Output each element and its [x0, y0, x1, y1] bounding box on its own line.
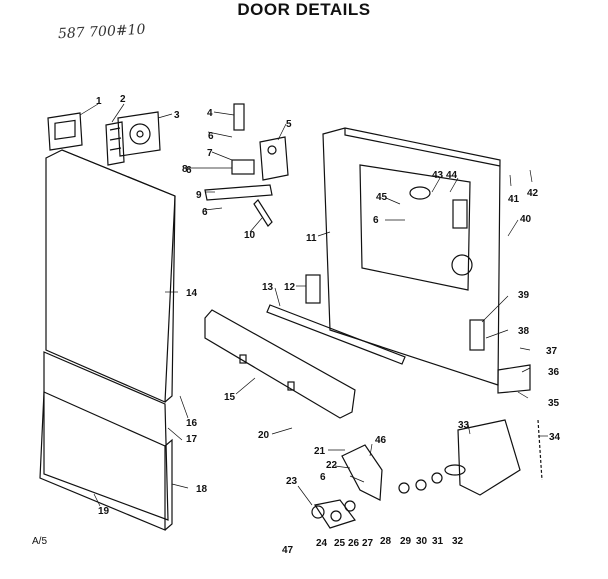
callout-14: 14 — [186, 288, 198, 299]
page-code: A/5 — [32, 536, 48, 547]
callout-29: 29 — [400, 536, 412, 547]
callout-17: 17 — [186, 434, 198, 445]
callout-33: 33 — [458, 420, 470, 431]
callout-31: 31 — [432, 536, 444, 547]
callout-42: 42 — [527, 188, 539, 199]
part-9-actuator — [204, 184, 273, 201]
callout-27: 27 — [362, 538, 374, 549]
part-12-bracket — [305, 274, 321, 304]
part-34-spring — [537, 419, 543, 481]
callout-34: 34 — [549, 432, 561, 443]
callout-40: 40 — [520, 214, 532, 225]
part-38-bracket — [469, 319, 485, 351]
callout-30: 30 — [416, 536, 428, 547]
callout-6a: 6 — [208, 131, 214, 142]
callout-39: 39 — [518, 290, 530, 301]
callout-44: 44 — [446, 170, 458, 181]
callout-24: 24 — [316, 538, 328, 549]
callout-37: 37 — [546, 346, 558, 357]
callout-1: 1 — [96, 96, 102, 107]
callout-3: 3 — [174, 110, 180, 121]
part-13-door-gasket — [266, 304, 406, 365]
callout-46: 46 — [375, 435, 387, 446]
callout-8: 8 — [182, 164, 188, 175]
part-10-handle — [253, 199, 273, 227]
callout-22: 22 — [326, 460, 338, 471]
part-7-switch — [231, 159, 255, 175]
callout-35: 35 — [548, 398, 560, 409]
callout-43: 43 — [432, 170, 444, 181]
callout-19: 19 — [98, 506, 110, 517]
callout-2: 2 — [120, 94, 126, 105]
part-23-27-cam-parts — [311, 499, 356, 529]
callout-28: 28 — [380, 536, 392, 547]
callout-20: 20 — [258, 430, 270, 441]
part-15-door-trim — [204, 309, 356, 419]
callout-23: 23 — [286, 476, 298, 487]
callout-21: 21 — [314, 446, 326, 457]
callout-5: 5 — [286, 119, 292, 130]
part-44-rinse-aid-cap — [409, 186, 431, 200]
callout-32: 32 — [452, 536, 464, 547]
callout-45: 45 — [376, 192, 388, 203]
part-4-latch-bracket — [233, 103, 245, 131]
callout-6c: 6 — [373, 215, 379, 226]
part-35-hinge — [497, 364, 531, 394]
part-33-hinge-assembly — [457, 419, 521, 496]
callout-41: 41 — [508, 194, 520, 205]
callout-6e: 6 — [186, 165, 192, 176]
callout-9: 9 — [196, 190, 202, 201]
part-5-latch — [259, 136, 289, 181]
callout-10: 10 — [244, 230, 256, 241]
callout-12: 12 — [284, 282, 296, 293]
callout-36: 36 — [548, 367, 560, 378]
callout-38: 38 — [518, 326, 530, 337]
part-2-switch-assembly — [105, 121, 125, 166]
part-11-inner-door — [322, 127, 501, 386]
callout-18: 18 — [196, 484, 208, 495]
callout-7: 7 — [207, 148, 213, 159]
part-18-lower-panel — [39, 351, 173, 531]
part-46-latch-arm — [341, 444, 383, 501]
page-title: DOOR DETAILS — [237, 0, 371, 19]
part-1-label-panel — [47, 112, 83, 151]
part-43-dispenser — [452, 199, 468, 229]
part-3-timer — [117, 111, 161, 157]
callout-6b: 6 — [202, 207, 208, 218]
callout-11: 11 — [306, 233, 317, 244]
callout-15: 15 — [224, 392, 236, 403]
callout-6d: 6 — [320, 472, 326, 483]
callout-16: 16 — [186, 418, 198, 429]
leader-lines — [79, 103, 548, 507]
callout-13: 13 — [262, 282, 274, 293]
callout-4: 4 — [207, 108, 213, 119]
part-29-32-washers — [398, 464, 466, 494]
callout-47: 47 — [282, 545, 294, 556]
callout-25: 25 — [334, 538, 346, 549]
part-14-outer-door-panel — [45, 149, 176, 403]
callout-26: 26 — [348, 538, 360, 549]
